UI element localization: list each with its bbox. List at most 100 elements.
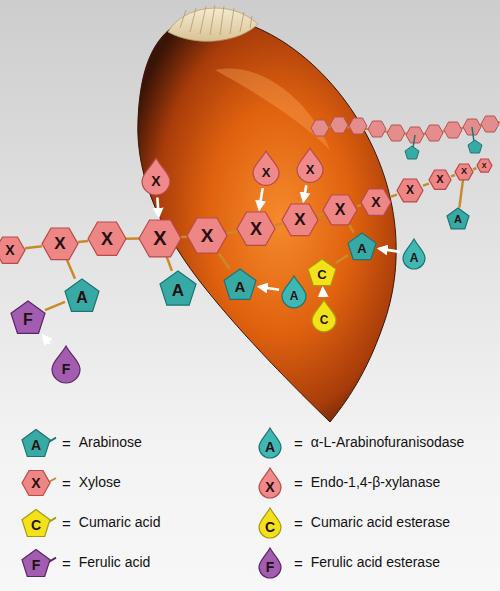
arabinofuranosidase-drop: A (402, 238, 426, 270)
legend-shape (22, 430, 50, 457)
enzyme-arrow (379, 249, 400, 252)
node-letter: X (461, 167, 467, 176)
legend-icon: F (20, 546, 56, 580)
legend-letter: A (30, 438, 42, 452)
legend-entry: A=α-L-Arabinofuranisodase (252, 426, 464, 460)
node-letter: F (23, 312, 33, 328)
node-outline (11, 301, 45, 333)
legend-letter: X (264, 480, 276, 494)
xylose-hexagon: X (361, 189, 391, 215)
legend-shape (22, 550, 50, 577)
arabinose-pentagon: A (224, 269, 256, 299)
glycosidic-bond (336, 255, 348, 263)
node-letter: A (454, 214, 462, 225)
node-letter: A (76, 290, 88, 306)
legend-letter: X (30, 476, 42, 490)
xylose-hexagon: X (282, 204, 318, 236)
node-outline (323, 195, 357, 225)
legend-letter: C (30, 518, 42, 532)
glycosidic-bond (25, 246, 42, 248)
node-outline (253, 151, 279, 185)
legend-entry: A=Arabinose (20, 426, 142, 460)
xylose-hexagon: X (397, 179, 423, 202)
cumaric-acid-pentagon: C (308, 259, 336, 286)
legend-icon: A (252, 426, 288, 460)
node-letter: A (172, 282, 184, 299)
legend-letter: F (30, 558, 42, 572)
glycosidic-bond (227, 232, 237, 233)
ferulic-esterase-drop: F (51, 345, 81, 384)
grain-tip (168, 8, 258, 41)
legend-letter: F (264, 560, 276, 574)
glycosidic-bond (451, 175, 455, 176)
legend-text: Endo-1,4-β-xylanase (311, 475, 440, 490)
ferulic-acid-pentagon: F (11, 301, 45, 333)
legend-shape (22, 510, 50, 537)
grain-body (138, 17, 396, 422)
arabinose-pentagon: A (160, 271, 196, 305)
legend-icon: X (252, 466, 288, 500)
enzyme-arrow (259, 287, 279, 290)
legend-letter: C (264, 520, 276, 534)
enzyme-arrow (43, 335, 50, 343)
node-letter: X (153, 228, 166, 248)
node-outline (187, 218, 227, 253)
arabinose-pentagon: A (447, 208, 469, 229)
legend-icon: F (252, 546, 288, 580)
node-outline (297, 148, 323, 182)
glycosidic-bond (181, 236, 187, 239)
node-outline (282, 204, 318, 236)
node-outline (65, 279, 99, 311)
glycosidic-bond (67, 260, 75, 279)
legend-entry: F=Ferulic acid esterase (252, 546, 440, 580)
legend-shape (259, 468, 281, 498)
legend-entry: F=Ferulic acid (20, 546, 150, 580)
legend-entry: X=Xylose (20, 466, 121, 500)
enzyme-arrow (321, 288, 324, 297)
node-letter: X (436, 174, 443, 185)
node-letter: X (482, 162, 487, 169)
glycosidic-bond (126, 237, 139, 240)
node-letter: C (317, 268, 326, 281)
legend-shape (259, 548, 281, 578)
arabinose-pentagon: A (348, 233, 376, 260)
background-xylan-chain (311, 116, 500, 159)
glycosidic-bond (391, 195, 397, 197)
equals-sign: = (62, 556, 71, 571)
node-outline (282, 276, 306, 308)
node-outline (308, 259, 336, 286)
glycosidic-bond (167, 256, 172, 270)
node-letter: X (250, 220, 262, 238)
glycosidic-bond (357, 204, 361, 207)
grain-tip-hairs (180, 5, 252, 35)
equals-sign: = (294, 476, 303, 491)
glycosidic-bond (318, 214, 323, 215)
node-outline (403, 239, 425, 269)
equals-sign: = (62, 516, 71, 531)
glycosidic-bond (275, 224, 282, 225)
node-letter: X (54, 235, 65, 252)
arabinofuranosidase-drop: A (281, 275, 307, 309)
xylose-hexagon: X (237, 212, 275, 245)
node-letter: X (371, 195, 380, 209)
node-outline (139, 220, 181, 257)
node-letter: A (235, 279, 246, 294)
glycosidic-bond (219, 254, 229, 269)
xylanase-drop: X (141, 157, 171, 196)
node-outline (312, 300, 336, 332)
glycosidic-bond (459, 180, 463, 208)
node-letter: A (357, 242, 366, 255)
xylanase-drop: X (296, 147, 324, 183)
legend-shape (259, 428, 281, 458)
enzyme-arrow (303, 185, 306, 201)
node-outline (348, 233, 376, 260)
glycosidic-bond (473, 168, 477, 169)
cumaric-esterase-drop: C (311, 299, 337, 333)
glycosidic-bond (349, 225, 354, 233)
xylose-hexagon: X (429, 170, 451, 189)
legend-icon: C (20, 506, 56, 540)
legend-icon: X (20, 466, 56, 500)
equals-sign: = (294, 516, 303, 531)
